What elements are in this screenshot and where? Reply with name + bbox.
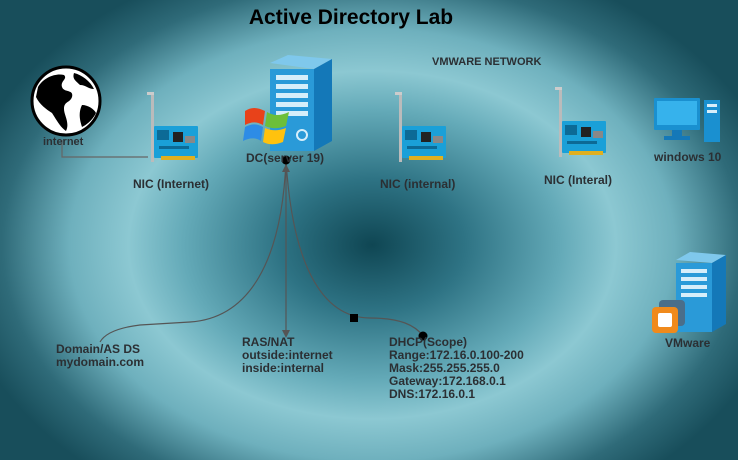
ras-note-line: RAS/NAT [242, 335, 295, 349]
dhcp-note-line: DHCP(Scope) [389, 335, 468, 349]
dhcp-connector-dot [418, 331, 428, 341]
vmware-logo-icon [652, 300, 685, 333]
page-title: Active Directory Lab [248, 6, 454, 29]
nic-internal-icon [395, 92, 446, 162]
internet-label: internet [43, 136, 84, 148]
globe-icon [30, 65, 102, 137]
dc-connector-dot [281, 155, 291, 165]
dhcp-scope-note: DHCP(Scope) Range:172.16.0.100-200 Mask:… [389, 336, 524, 401]
domain-note-line: mydomain.com [56, 355, 145, 369]
dc-label: DC(server 19) [246, 151, 325, 165]
dhcp-note-line: Gateway:172.168.0.1 [389, 374, 506, 388]
dhcp-note-line: Range:172.16.0.100-200 [389, 348, 524, 362]
ras-nat-note: RAS/NAT outside:internet inside:internal [242, 336, 333, 375]
vmware-label: VMware [665, 336, 711, 350]
internet-nic-connector [61, 140, 148, 158]
nic-internet-label: NIC (Internet) [133, 177, 209, 191]
vmware-network-label: VMWARE NETWORK [432, 56, 542, 68]
ras-note-line: outside:internet [242, 348, 333, 362]
dhcp-note-line: DNS:172.16.0.1 [389, 387, 476, 401]
nic-internal-label: NIC (internal) [380, 177, 456, 191]
windows-logo-icon [243, 108, 289, 145]
dhcp-connector-handle [350, 314, 358, 322]
vmware-server-icon [676, 252, 726, 332]
dc-dhcp-connector [285, 159, 424, 337]
dc-domain-connector [99, 159, 287, 343]
desktop-computer-icon [654, 98, 720, 142]
ras-note-line: inside:internal [242, 361, 325, 375]
dhcp-note-line: Mask:255.255.255.0 [389, 361, 500, 375]
nic-interal-icon [555, 87, 606, 157]
nic-internet-icon [147, 92, 198, 162]
server-icon [270, 55, 332, 151]
domain-note-line: Domain/AS DS [56, 342, 141, 356]
windows10-label: windows 10 [654, 150, 722, 164]
nic-interal-label: NIC (Interal) [544, 173, 613, 187]
domain-note: Domain/AS DS mydomain.com [56, 343, 144, 369]
ras-arrowhead [282, 330, 290, 338]
